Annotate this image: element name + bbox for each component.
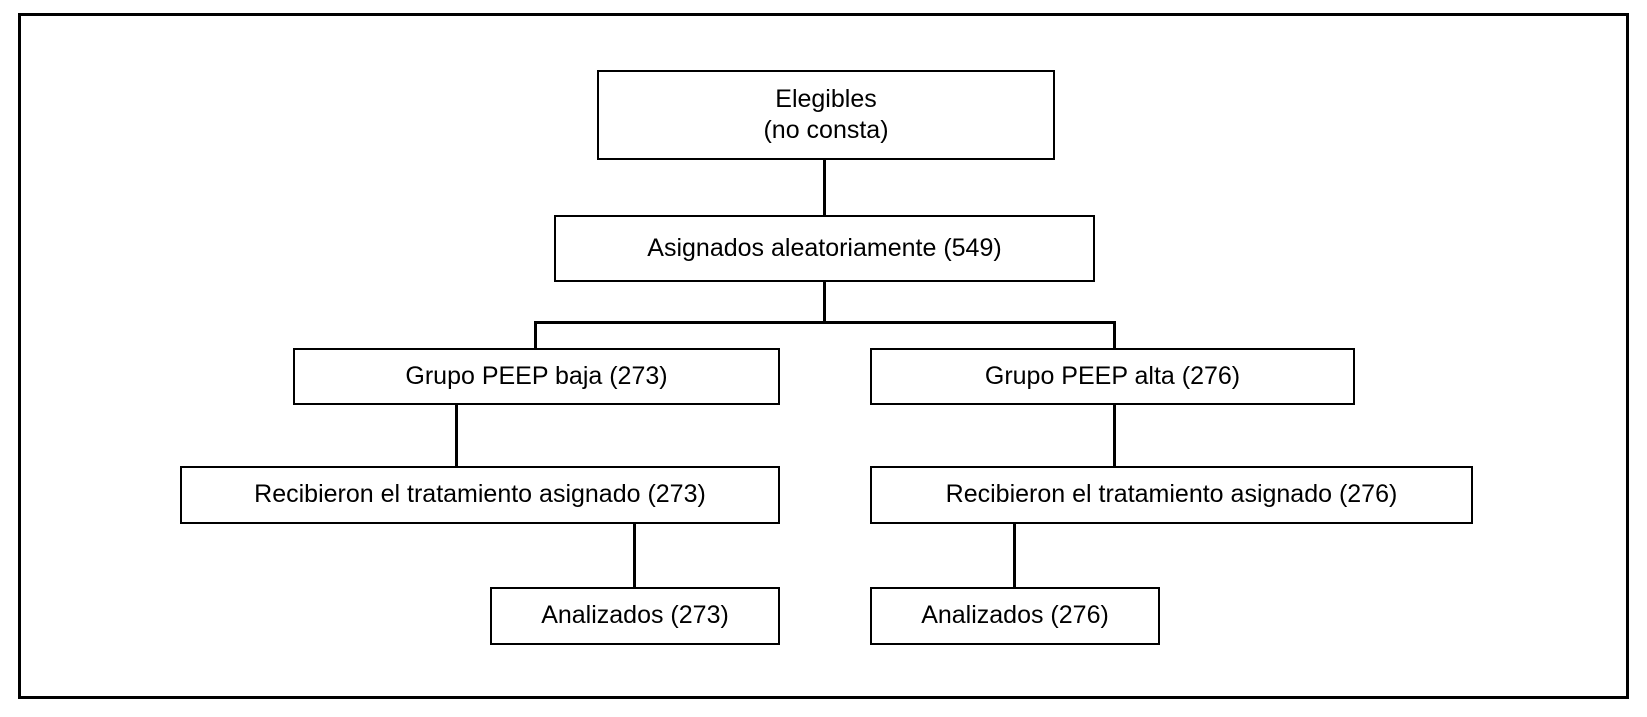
node-group-peep-low-line-1: Grupo PEEP baja (273) bbox=[405, 361, 668, 390]
node-group-peep-high-line-1: Grupo PEEP alta (276) bbox=[984, 361, 1241, 390]
connector-group-low-to-received-low bbox=[455, 403, 458, 468]
node-analyzed-high: Analizados (276) bbox=[870, 587, 1160, 645]
connector-group-high-to-received-high bbox=[1113, 403, 1116, 468]
connector-split-to-group-high bbox=[1113, 321, 1116, 350]
node-analyzed-high-line-1: Analizados (276) bbox=[921, 601, 1109, 630]
node-received-treatment-low: Recibieron el tratamiento asignado (273) bbox=[180, 466, 780, 524]
node-randomized-line-1: Asignados aleatoriamente (549) bbox=[647, 233, 1002, 262]
node-received-treatment-high-line-1: Recibieron el tratamiento asignado (276) bbox=[945, 480, 1398, 509]
connector-received-low-to-analyzed-low bbox=[633, 522, 636, 589]
connector-split-to-group-low bbox=[534, 321, 537, 350]
node-group-peep-high: Grupo PEEP alta (276) bbox=[870, 348, 1355, 405]
node-group-peep-low: Grupo PEEP baja (273) bbox=[293, 348, 780, 405]
node-eligible: Elegibles (no consta) bbox=[597, 70, 1055, 160]
connector-received-high-to-analyzed-high bbox=[1013, 522, 1016, 589]
node-eligible-line-1: Elegibles bbox=[775, 84, 877, 113]
figure-outer-frame bbox=[18, 13, 1629, 699]
connector-eligible-to-randomized bbox=[823, 158, 826, 217]
node-analyzed-low: Analizados (273) bbox=[490, 587, 780, 645]
node-randomized: Asignados aleatoriamente (549) bbox=[554, 215, 1095, 282]
node-received-treatment-low-line-1: Recibieron el tratamiento asignado (273) bbox=[254, 480, 706, 509]
connector-randomized-to-split bbox=[823, 280, 826, 324]
node-analyzed-low-line-1: Analizados (273) bbox=[541, 601, 729, 630]
node-eligible-line-2: (no consta) bbox=[763, 116, 889, 144]
connector-split-horizontal-bar bbox=[534, 321, 1116, 324]
node-received-treatment-high: Recibieron el tratamiento asignado (276) bbox=[870, 466, 1473, 524]
